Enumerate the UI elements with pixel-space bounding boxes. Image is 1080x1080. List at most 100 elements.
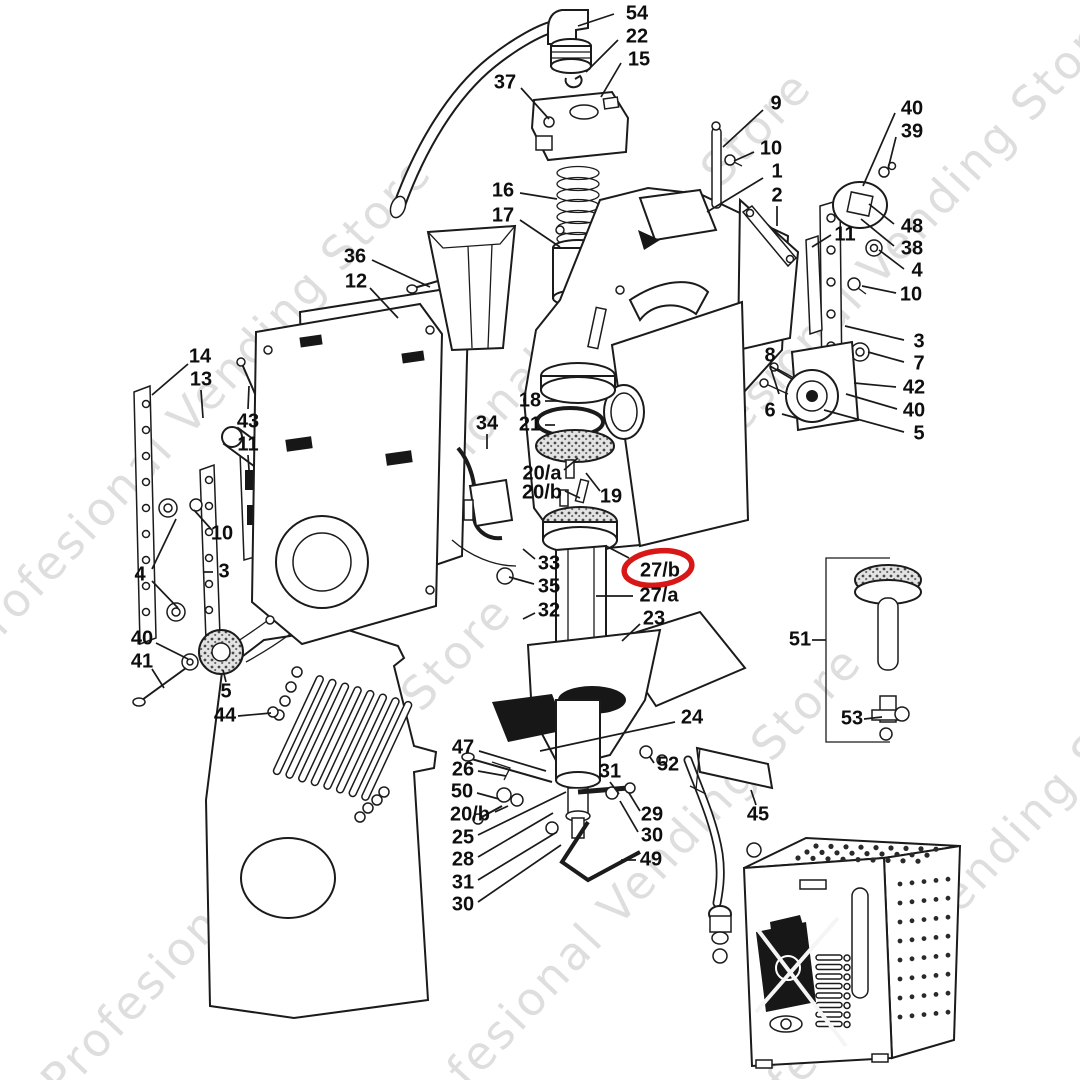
leader-line-52 [649, 756, 655, 764]
leader-line-1 [706, 177, 764, 213]
part-label-1: 1 [771, 160, 782, 182]
leader-line-44 [237, 712, 272, 717]
drive-motor [759, 340, 860, 432]
part-label-5: 5 [220, 680, 231, 702]
part-label-12: 12 [345, 270, 367, 292]
part-label-2: 2 [771, 184, 782, 206]
part-label-25: 25 [452, 826, 474, 848]
part-label-48: 48 [901, 215, 923, 237]
leader-line-31 [477, 831, 558, 881]
part-label-4: 4 [911, 259, 923, 281]
leader-line-10 [193, 509, 212, 530]
part-label-49: 49 [640, 848, 662, 870]
leader-line-10 [733, 151, 755, 162]
leader-line-23 [621, 623, 641, 642]
leader-line-3 [844, 325, 905, 341]
part-labels: 5422153791012403948384101137424058616173… [131, 2, 925, 915]
inlet-hose [389, 9, 592, 219]
part-label-20/b: 20/b [522, 481, 562, 503]
leader-line-20/b [564, 490, 581, 499]
part-label-50: 50 [451, 780, 473, 802]
leader-line-27/b [605, 545, 630, 559]
part-label-18: 18 [519, 389, 541, 411]
part-label-41: 41 [131, 650, 153, 672]
leader-line-20/b [494, 805, 509, 813]
leader-line-48 [868, 203, 895, 225]
leader-line-22 [585, 39, 619, 73]
leader-line-39 [887, 136, 897, 170]
cabinet [742, 836, 962, 1069]
leader-line-14 [151, 363, 189, 396]
leader-line-19 [585, 472, 601, 492]
leader-line-31 [609, 781, 620, 795]
leader-line-8 [769, 365, 780, 395]
leader-line-36 [371, 259, 431, 288]
leader-line-4 [151, 518, 177, 570]
part-label-37: 37 [494, 71, 516, 93]
part-label-53: 53 [841, 707, 863, 729]
leader-line-40 [862, 112, 896, 187]
leader-line-10 [861, 285, 897, 294]
leader-line-5 [222, 669, 227, 683]
leader-line-41 [151, 668, 165, 689]
part-label-7: 7 [913, 352, 924, 374]
part-label-5: 5 [913, 422, 924, 444]
leader-line-6 [781, 413, 801, 420]
part-label-45: 45 [747, 803, 769, 825]
right-straps [805, 161, 897, 401]
part-label-10: 10 [211, 522, 233, 544]
part-label-23: 23 [643, 607, 665, 629]
leader-line-24 [539, 721, 676, 752]
leader-line-40 [155, 642, 189, 660]
leader-line-40 [845, 393, 898, 410]
part-label-24: 24 [681, 706, 704, 728]
leader-line-20/a [563, 457, 579, 471]
leader-line-26 [477, 770, 507, 777]
leader-line-47 [478, 750, 547, 772]
part-label-51: 51 [789, 628, 811, 650]
part-label-54: 54 [626, 2, 649, 24]
leader-line-8 [769, 365, 793, 380]
leader-line-30 [477, 844, 562, 903]
leader-line-7 [867, 351, 905, 363]
leader-line-12 [369, 287, 399, 319]
leader-line-38 [860, 218, 895, 247]
part-label-33: 33 [538, 552, 560, 574]
side-plates [250, 286, 470, 646]
part-label-26: 26 [452, 758, 474, 780]
leader-line-15 [600, 62, 622, 98]
part-label-28: 28 [452, 848, 474, 870]
part-label-6: 6 [764, 399, 775, 421]
part-label-4: 4 [134, 563, 146, 585]
part-label-11: 11 [237, 433, 258, 455]
part-label-47: 47 [452, 736, 474, 758]
part-label-52: 52 [657, 753, 679, 775]
part-label-34: 34 [476, 412, 499, 434]
part-label-11: 11 [834, 223, 855, 245]
part-label-16: 16 [492, 179, 514, 201]
leader-line-43 [247, 385, 250, 410]
part-label-30: 30 [641, 824, 663, 846]
leader-line-16 [519, 192, 558, 200]
vented-cover [204, 626, 438, 1020]
part-label-31: 31 [599, 760, 621, 782]
part-label-35: 35 [538, 575, 560, 597]
solenoid-valve [530, 90, 630, 162]
part-label-19: 19 [600, 485, 622, 507]
brewer-stack [535, 362, 618, 646]
leader-line-17 [519, 219, 561, 248]
part-label-21: 21 [519, 413, 541, 435]
part-label-10: 10 [900, 283, 922, 305]
part-label-36: 36 [344, 245, 366, 267]
leader-line-54 [577, 13, 615, 27]
part-label-17: 17 [492, 204, 514, 226]
part-label-43: 43 [237, 410, 259, 432]
release-lever [451, 446, 517, 585]
highlight-ellipse [621, 547, 695, 589]
part-label-20/a: 20/a [523, 462, 563, 484]
part-label-42: 42 [903, 376, 925, 398]
part-label-31: 31 [452, 871, 474, 893]
part-label-27/b: 27/b [640, 559, 680, 581]
leader-line-32 [522, 612, 536, 620]
